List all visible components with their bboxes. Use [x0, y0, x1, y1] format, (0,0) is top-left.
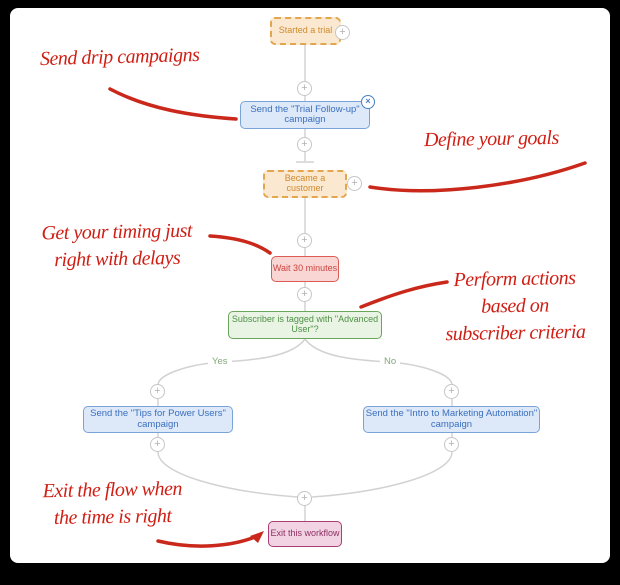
branch-label-no: No [380, 356, 401, 367]
annotation-line: Exit the flow when [42, 477, 183, 503]
add-step-icon[interactable]: + [297, 137, 312, 152]
node-label: Send the "Intro to Marketing Automation"… [365, 408, 538, 430]
add-goal-icon[interactable]: + [347, 176, 362, 191]
add-step-icon[interactable]: + [444, 384, 459, 399]
annotation-exit: Exit the flow when the time is right [25, 475, 201, 532]
branch-label-yes: Yes [208, 356, 232, 367]
annotation-define-your-goals: Define your goals [423, 126, 559, 152]
annotation-send-drip-campaigns: Send drip campaigns [39, 43, 200, 71]
node-condition-tagged[interactable]: Subscriber is tagged with "Advanced User… [228, 311, 382, 339]
node-label: Wait 30 minutes [272, 263, 338, 274]
add-step-icon[interactable]: + [150, 384, 165, 399]
add-step-icon[interactable]: + [297, 233, 312, 248]
close-icon[interactable]: × [361, 95, 375, 109]
node-send-trial-followup[interactable]: Send the "Trial Follow-up" campaign [240, 101, 370, 129]
annotation-line: the time is right [53, 504, 172, 530]
annotation-timing: Get your timing just right with delays [22, 217, 213, 274]
add-step-icon[interactable]: + [297, 81, 312, 96]
annotation-line: Get your timing just [41, 219, 193, 245]
node-goal-became-customer[interactable]: Became a customer [263, 170, 347, 198]
annotation-line: subscriber criteria [445, 320, 586, 346]
annotation-line: based on [480, 294, 550, 318]
annotation-line: right with delays [54, 246, 181, 272]
node-trigger-started-trial[interactable]: Started a trial [270, 17, 341, 45]
node-label: Subscriber is tagged with "Advanced User… [231, 314, 379, 334]
node-exit-workflow[interactable]: Exit this workflow [268, 521, 342, 547]
annotation-line: Perform actions [453, 266, 576, 292]
add-step-icon[interactable]: + [444, 437, 459, 452]
node-label: Send the "Tips for Power Users" campaign [90, 408, 226, 430]
add-step-icon[interactable]: + [150, 437, 165, 452]
node-send-tips-campaign[interactable]: Send the "Tips for Power Users" campaign [83, 406, 233, 433]
node-label: Became a customer [284, 173, 326, 193]
node-send-intro-campaign[interactable]: Send the "Intro to Marketing Automation"… [363, 406, 540, 433]
node-wait-30-minutes[interactable]: Wait 30 minutes [271, 256, 339, 282]
node-label: Exit this workflow [270, 528, 340, 539]
node-label: Started a trial [278, 25, 333, 36]
add-step-icon[interactable]: + [297, 491, 312, 506]
annotation-actions: Perform actions based on subscriber crit… [439, 265, 590, 349]
add-step-icon[interactable]: + [297, 287, 312, 302]
add-goal-icon[interactable]: + [335, 25, 350, 40]
node-label: Send the "Trial Follow-up" campaign [250, 103, 360, 125]
